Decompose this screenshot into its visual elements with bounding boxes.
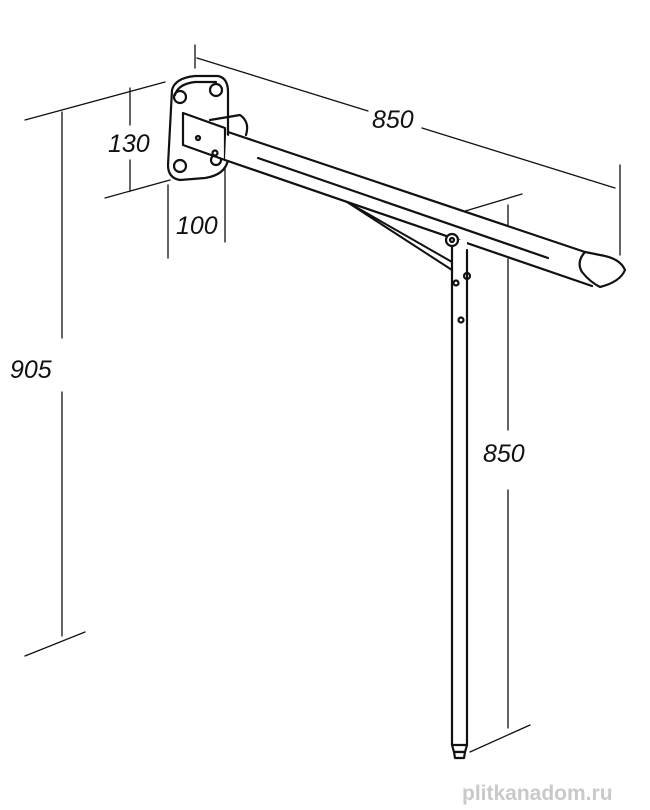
watermark: plitkanadom.ru bbox=[462, 782, 613, 805]
support-leg bbox=[444, 232, 472, 760]
total-height-label: 905 bbox=[10, 356, 52, 384]
hole-spacing-label: 130 bbox=[108, 130, 150, 158]
arm-length-label: 850 bbox=[372, 106, 414, 134]
folding-arm bbox=[223, 130, 627, 289]
dimension-lines bbox=[24, 44, 621, 753]
wall-offset-label: 100 bbox=[176, 212, 218, 240]
wall-plate bbox=[166, 74, 249, 182]
leg-height-label: 850 bbox=[483, 440, 525, 468]
